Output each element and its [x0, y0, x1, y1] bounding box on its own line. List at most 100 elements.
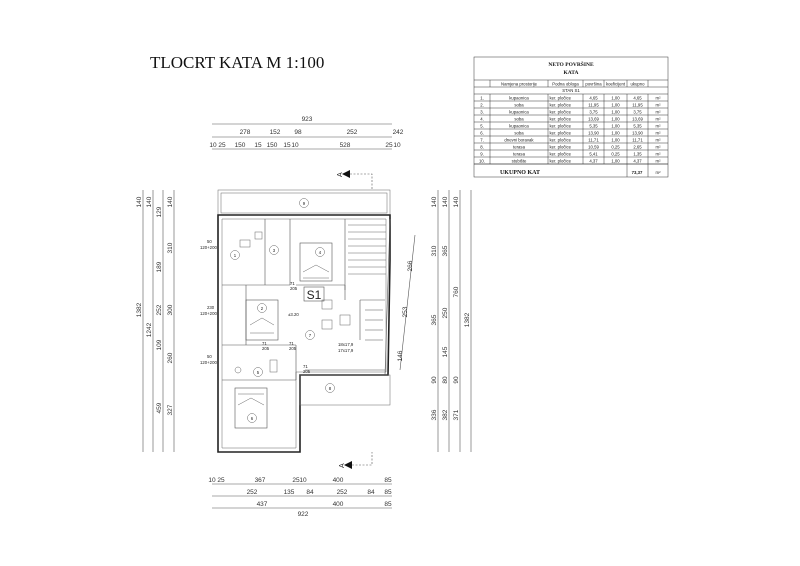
- table-cell: 6.: [480, 131, 484, 136]
- level-mark: ±3.20: [288, 312, 299, 317]
- dimension-label: 140: [136, 196, 143, 207]
- table-cell: 5,41: [589, 152, 598, 157]
- dimension-label: 140: [442, 196, 449, 207]
- dimension-label: 140: [167, 196, 174, 207]
- table-subtitle: KATA: [563, 70, 578, 76]
- dimension-label: 266: [407, 260, 414, 271]
- door-label: 205: [262, 346, 270, 351]
- table-cell: ker. pločice: [550, 96, 572, 101]
- room-number: 2: [261, 306, 264, 311]
- table-cell: 1.: [480, 96, 484, 101]
- table-cell: ker. pločice: [550, 124, 572, 129]
- table-cell: 7.: [480, 138, 484, 143]
- table-cell: ker. pločice: [550, 152, 572, 157]
- dimension-label: 129: [156, 206, 163, 217]
- room-number-circle: [305, 330, 315, 340]
- table-title: NETO POVRŠINE: [548, 60, 594, 68]
- table-cell: terasa: [513, 152, 526, 157]
- stair-spec-2: 17x17,9: [338, 348, 354, 353]
- table-cell: dnevni boravak: [504, 138, 534, 143]
- room-number: 7: [309, 333, 312, 338]
- dimension-label: 1382: [464, 312, 471, 327]
- dimension-label: 252: [156, 304, 163, 315]
- table-cell: 3,75: [589, 110, 598, 115]
- dimension-label: 310: [431, 245, 438, 256]
- dimension-label: 459: [156, 402, 163, 413]
- table-cell: m²: [655, 145, 661, 150]
- dimension-label: 327: [167, 404, 174, 415]
- table-cell: 1,00: [611, 138, 620, 143]
- dimension-label: 365: [431, 314, 438, 325]
- room-number-circle: [230, 250, 240, 260]
- dimension-label: 140: [431, 196, 438, 207]
- table-cell: ker. pločice: [550, 138, 572, 143]
- table-cell: m²: [655, 159, 661, 164]
- total-label: UKUPNO KAT: [500, 170, 540, 176]
- dimension-label: 80: [442, 376, 449, 384]
- dimension-label: 400: [333, 477, 344, 484]
- table-cell: 2.: [480, 103, 484, 108]
- table-cell: ker. pločice: [550, 110, 572, 115]
- room-number: 3: [273, 248, 276, 253]
- table-cell: kupaonica: [509, 110, 529, 115]
- door-label: 71: [303, 364, 308, 369]
- table-cell: 1,00: [611, 117, 620, 122]
- dimension-label: 85: [384, 501, 392, 508]
- room-number-circle: [253, 367, 263, 377]
- dimension-label: 150: [235, 142, 246, 149]
- dimension-label: 109: [156, 339, 163, 350]
- room-number: 8: [329, 386, 332, 391]
- door-label: 205: [290, 286, 298, 291]
- window-label: 120+200: [200, 245, 217, 250]
- table-cell: 13,90: [588, 131, 599, 136]
- window-label: 50: [207, 354, 212, 359]
- dimension-label: 140: [146, 196, 153, 207]
- dimension-label: 84: [306, 489, 314, 496]
- dimension-label: 90: [453, 376, 460, 384]
- dimension-label: 98: [294, 129, 302, 136]
- table-cell: stubište: [512, 159, 527, 164]
- table-cell: 4,37: [633, 159, 642, 164]
- window-label: 230: [207, 305, 215, 310]
- stair-spec-1: 18x17,9: [338, 342, 354, 347]
- section-marker-top: A: [337, 172, 344, 177]
- table-cell: 4,65: [589, 96, 598, 101]
- room-number: 5: [257, 370, 260, 375]
- dimension-label: 152: [270, 129, 281, 136]
- table-cell: 1,00: [611, 103, 620, 108]
- table-cell: m²: [655, 152, 661, 157]
- dimension-label: 252: [347, 129, 358, 136]
- room-number-circle: [269, 245, 279, 255]
- table-cell: 3,75: [633, 110, 642, 115]
- dimension-label: 10: [209, 142, 217, 149]
- door-label: 205: [289, 346, 297, 351]
- dimension-label: 437: [257, 501, 268, 508]
- table-cell: ker. pločice: [550, 117, 572, 122]
- dimension-label: 10: [393, 142, 401, 149]
- window-label: 50: [207, 239, 212, 244]
- dimension-label: 278: [240, 129, 251, 136]
- door-label: 205: [303, 369, 311, 374]
- table-cell: 1,00: [611, 131, 620, 136]
- door-label: 71: [289, 341, 294, 346]
- table-cell: m²: [655, 110, 661, 115]
- dimension-label: 146: [397, 350, 404, 361]
- dimension-label: 25: [292, 477, 300, 484]
- table-cell: 4,65: [633, 96, 642, 101]
- room-number: 1: [234, 253, 237, 258]
- dimension-label: 15: [254, 142, 262, 149]
- room-number: 9: [303, 201, 306, 206]
- dimension-label: 25: [218, 142, 226, 149]
- table-cell: 4,37: [589, 159, 598, 164]
- table-cell: 1,00: [611, 124, 620, 129]
- room-number-circle: [257, 303, 267, 313]
- table-cell: ker. pločice: [550, 159, 572, 164]
- dimension-label: 140: [453, 196, 460, 207]
